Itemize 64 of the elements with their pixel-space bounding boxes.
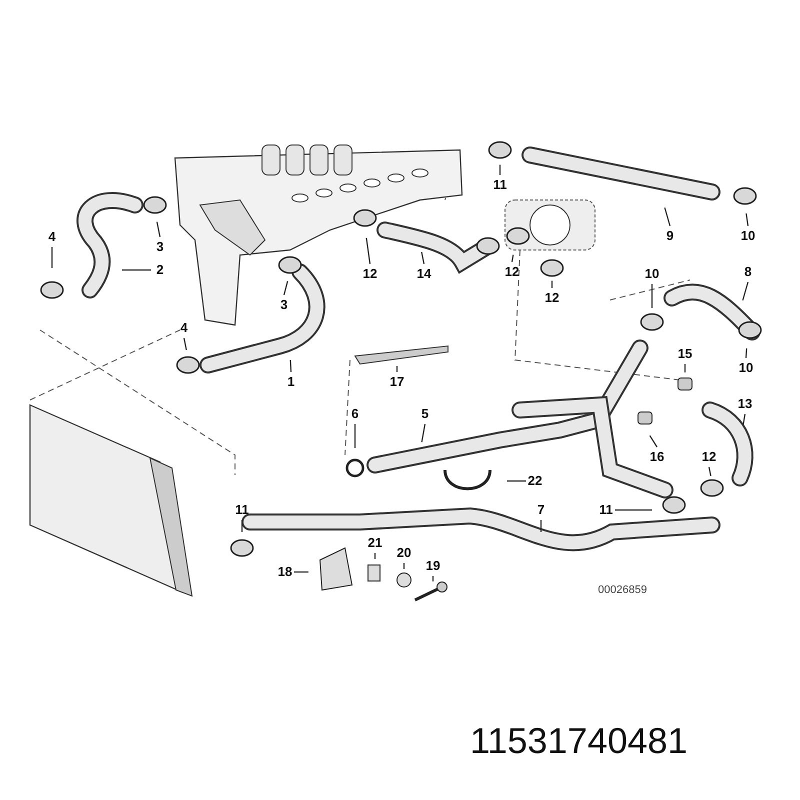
leader-line: [664, 207, 671, 226]
callout-number: 12: [358, 266, 382, 282]
callout-number: 22: [523, 473, 547, 489]
callout-number: 9: [658, 228, 682, 244]
callout-number: 12: [540, 290, 564, 306]
leader-line: [183, 338, 187, 350]
callout-number: 17: [385, 374, 409, 390]
callout-number: 4: [40, 229, 64, 245]
leader-line: [290, 360, 292, 372]
leader-line: [374, 553, 376, 559]
callout-number: 2: [148, 262, 172, 278]
callout-number: 20: [392, 545, 416, 561]
part-code: 00026859: [598, 584, 647, 596]
callout-number: 11: [488, 177, 512, 193]
leader-line: [708, 466, 712, 476]
leader-line: [156, 222, 161, 238]
callout-number: 1: [279, 374, 303, 390]
callout-number: 4: [172, 320, 196, 336]
callout-number: 3: [272, 297, 296, 313]
leader-line: [651, 284, 653, 308]
leader-line: [421, 424, 426, 442]
leader-line: [396, 366, 398, 372]
part-number: 11531740481: [470, 720, 688, 762]
callout-number: 14: [412, 266, 436, 282]
leader-line: [421, 252, 425, 264]
callout-number: 12: [500, 264, 524, 280]
leader-line: [551, 280, 553, 288]
leader-line: [745, 348, 748, 358]
callout-number: 21: [363, 535, 387, 551]
leader-line: [742, 282, 749, 301]
leader-line: [649, 435, 658, 448]
callout-number: 19: [421, 558, 445, 574]
leader-line: [432, 576, 434, 582]
callout-number: 10: [640, 266, 664, 282]
callout-number: 11: [230, 502, 254, 518]
callout-number: 6: [343, 406, 367, 422]
callout-number: 5: [413, 406, 437, 422]
callout-number: 8: [736, 264, 760, 280]
leader-line: [294, 571, 308, 573]
leader-line: [283, 281, 288, 296]
callout-number: 3: [148, 239, 172, 255]
leader-line: [507, 480, 526, 482]
callout-number: 7: [529, 502, 553, 518]
callout-number: 13: [733, 396, 757, 412]
leader-line: [366, 238, 371, 264]
leader-line: [540, 520, 542, 532]
callout-number: 12: [697, 449, 721, 465]
leader-line: [511, 254, 514, 262]
leader-line: [684, 364, 686, 372]
leader-line: [499, 164, 501, 175]
leader-line: [354, 424, 356, 448]
leader-line: [403, 563, 405, 569]
callout-number: 18: [273, 564, 297, 580]
leader-line: [51, 247, 53, 268]
callout-number: 10: [736, 228, 760, 244]
leader-line: [615, 509, 652, 511]
leader-line: [746, 213, 749, 226]
callout-number: 10: [734, 360, 758, 376]
callout-number: 15: [673, 346, 697, 362]
leader-line: [241, 520, 243, 532]
callout-number: 16: [645, 449, 669, 465]
leader-line: [122, 269, 151, 271]
leader-line: [742, 414, 746, 425]
callout-number: 11: [594, 502, 618, 518]
